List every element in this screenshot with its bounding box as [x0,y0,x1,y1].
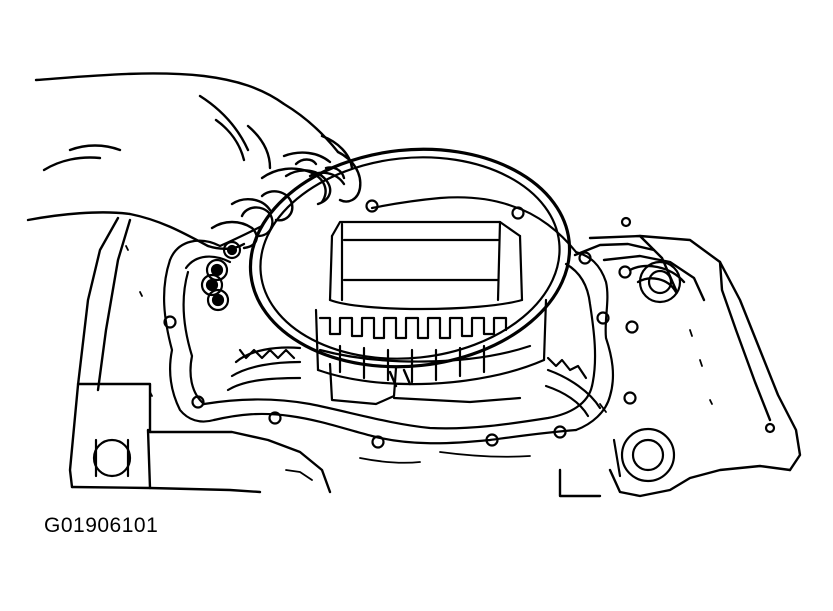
figure-code: G01906101 [44,514,159,537]
case-details [125,245,713,481]
gasket-flange-outline [162,196,639,449]
snap-ring [248,147,572,388]
hand [26,72,362,250]
case-bores [92,216,776,483]
